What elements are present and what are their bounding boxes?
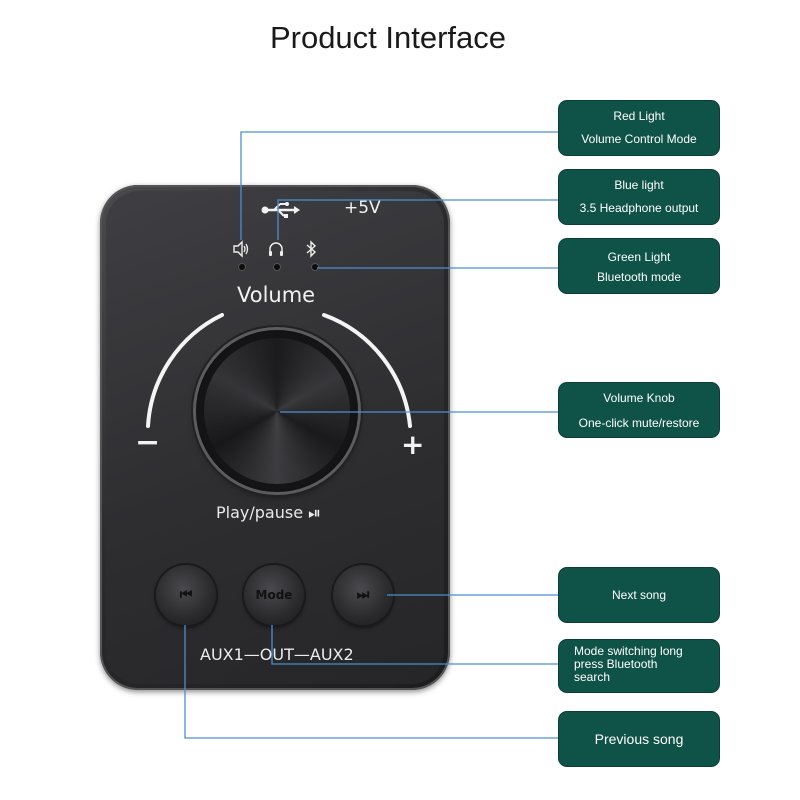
callout-green-desc: Bluetooth mode xyxy=(596,270,682,284)
callout-knob-title: Volume Knob xyxy=(603,391,675,405)
blue-led xyxy=(274,264,280,270)
bluetooth-icon xyxy=(306,240,317,258)
callout-green-title: Green Light xyxy=(607,250,671,264)
callout-next-title: Next song xyxy=(611,588,667,602)
callout-red-desc: Volume Control Mode xyxy=(581,132,697,146)
callout-blue-light: Blue light 3.5 Headphone output xyxy=(559,170,719,224)
volume-down-label: − xyxy=(135,425,161,460)
volume-knob[interactable] xyxy=(196,330,358,492)
knob-brushed-face xyxy=(204,338,350,484)
callout-previous-title: Previous song xyxy=(594,731,684,747)
callout-green-light: Green Light Bluetooth mode xyxy=(559,239,719,293)
usb-voltage-label: +5V xyxy=(344,198,381,218)
aux-label: AUX1—OUT—AUX2 xyxy=(200,645,354,664)
mode-button[interactable]: Mode xyxy=(244,565,304,625)
next-icon: ⏭ xyxy=(356,587,370,603)
volume-label: Volume xyxy=(237,283,316,307)
volume-up-label: + xyxy=(401,428,425,461)
callout-next-song: Next song xyxy=(559,568,719,622)
speaker-icon xyxy=(233,240,249,258)
callout-knob-desc: One-click mute/restore xyxy=(578,416,700,430)
callout-mode-line1: Mode switching long xyxy=(574,644,683,658)
callout-blue-desc: 3.5 Headphone output xyxy=(579,201,699,215)
green-led xyxy=(312,264,318,270)
usb-icon xyxy=(261,202,300,218)
callout-mode-line3: search xyxy=(574,670,611,684)
callout-blue-title: Blue light xyxy=(614,178,664,192)
callout-previous-song: Previous song xyxy=(559,712,719,766)
mode-button-label: Mode xyxy=(255,588,293,602)
volume-arc xyxy=(146,313,412,428)
previous-button[interactable]: ⏮ xyxy=(156,565,216,625)
callout-red-light: Red Light Volume Control Mode xyxy=(559,101,719,155)
callout-mode-switch: Mode switching long press Bluetooth sear… xyxy=(559,640,719,692)
next-button[interactable]: ⏭ xyxy=(333,565,393,625)
page-title: Product Interface xyxy=(269,20,507,55)
red-led xyxy=(239,264,245,270)
play-pause-label: Play/pause ⏯ xyxy=(216,503,321,522)
callout-red-title: Red Light xyxy=(613,109,665,123)
previous-icon: ⏮ xyxy=(179,587,193,603)
callout-volume-knob: Volume Knob One-click mute/restore xyxy=(559,383,719,437)
headphone-icon xyxy=(269,242,283,256)
callout-mode-line2: press Bluetooth xyxy=(574,657,658,671)
